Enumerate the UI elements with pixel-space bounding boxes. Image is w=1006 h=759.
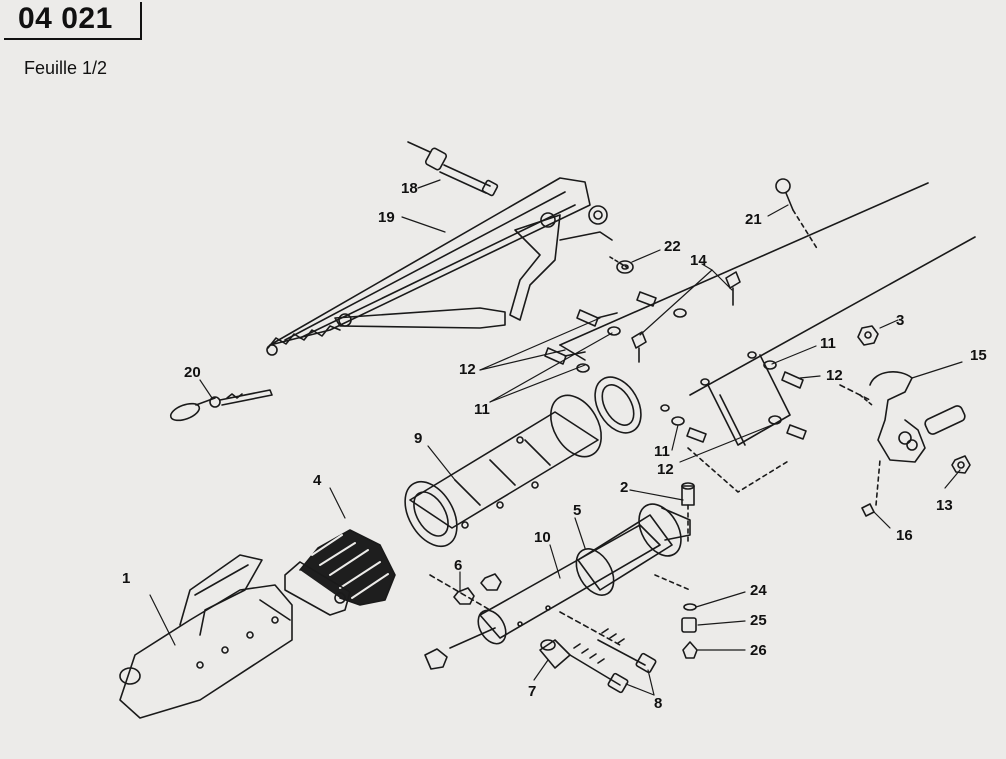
callout-25: 25: [750, 612, 767, 629]
reference-box: [4, 2, 142, 40]
part-7-bushing: [539, 639, 571, 669]
callout-9: 9: [414, 430, 422, 447]
part-14-grease-nipples: [631, 271, 741, 363]
callout-11-left: 11: [474, 401, 490, 418]
part-22-washer: [609, 256, 634, 274]
callout-12-lower: 12: [657, 461, 674, 478]
sheet-indicator: Feuille 1/2: [24, 58, 108, 78]
callout-labels: 1 2 3 4 5 6 7 8 9 10 11 11 11 12 12 12 1…: [122, 180, 987, 712]
callout-22: 22: [664, 238, 681, 255]
part-18-pin: [407, 141, 499, 197]
part-20-breakaway-cable: [169, 389, 273, 422]
part-9-shock-absorber: [404, 394, 603, 548]
part-8-bolts: [569, 628, 657, 694]
callout-24: 24: [750, 582, 767, 599]
part-16-pin: [861, 459, 881, 517]
callout-26: 26: [750, 642, 767, 659]
part-21-bolt: [775, 178, 819, 251]
callout-12-left: 12: [459, 361, 476, 378]
part-6-nuts: [453, 573, 502, 605]
callout-10: 10: [534, 529, 551, 546]
callout-20: 20: [184, 364, 201, 381]
leader-lines: [149, 179, 963, 696]
callout-8: 8: [654, 695, 662, 712]
callout-2: 2: [620, 479, 628, 496]
callout-11-right: 11: [820, 335, 836, 352]
part-11-washers: [576, 308, 782, 426]
parts-24-26-stack: [654, 574, 698, 659]
tube-ring: [594, 376, 642, 434]
part-15-lever: [859, 371, 966, 463]
part-2-pin: [681, 482, 695, 546]
assembly-lines: [429, 384, 871, 646]
callout-12-right: 12: [826, 367, 843, 384]
part-4-bellows: [284, 529, 396, 616]
bracket: [687, 354, 791, 493]
part-1-coupling-head: [119, 554, 293, 719]
reference-number: 04 021: [18, 2, 113, 35]
part-13-nut: [951, 455, 971, 474]
callout-14: 14: [690, 252, 707, 269]
callout-1: 1: [122, 570, 130, 587]
callout-4: 4: [313, 472, 322, 489]
part-12-bolts: [544, 291, 807, 443]
callout-15: 15: [970, 347, 987, 364]
callout-19: 19: [378, 209, 395, 226]
callout-21: 21: [745, 211, 762, 228]
callout-5: 5: [573, 502, 581, 519]
callout-13: 13: [936, 497, 953, 514]
drawbar-tube: [559, 182, 976, 396]
part-3-nut: [857, 325, 879, 346]
part-5-tube: [575, 503, 691, 596]
callout-18: 18: [401, 180, 418, 197]
callout-11-lower: 11: [654, 443, 670, 460]
callout-3: 3: [896, 312, 904, 329]
part-19-brake-lever: [266, 177, 613, 356]
callout-16: 16: [896, 527, 913, 544]
callout-7: 7: [528, 683, 536, 700]
callout-6: 6: [454, 557, 462, 574]
